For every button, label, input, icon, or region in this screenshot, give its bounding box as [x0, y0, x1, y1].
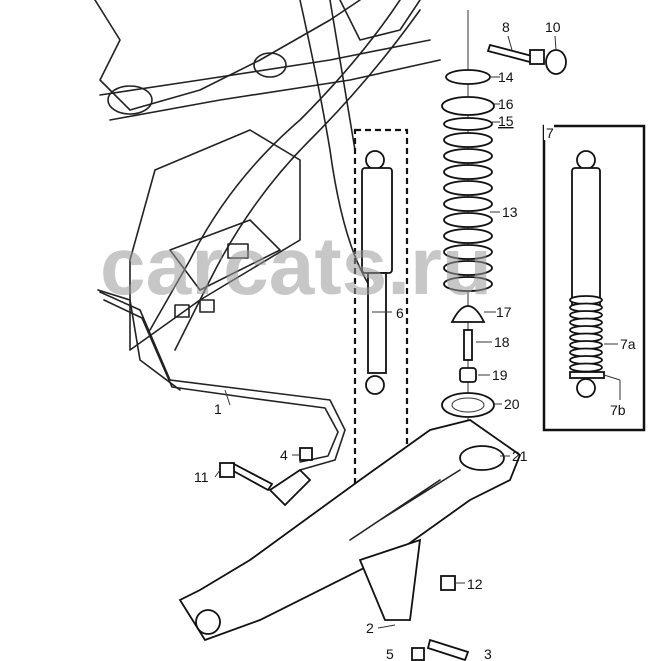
label-7b: 7b [610, 402, 626, 418]
spring-coil [443, 260, 493, 276]
label-2: 2 [366, 620, 374, 636]
spring-coil [443, 244, 493, 260]
spring-assembly [441, 10, 567, 420]
label-20: 20 [504, 396, 520, 412]
inset-label: 7 [546, 125, 554, 141]
inset-shock-absorber-7: 7 [542, 120, 646, 432]
label-3: 3 [484, 646, 492, 661]
label-19: 19 [492, 367, 508, 383]
label-5: 5 [386, 646, 394, 661]
label-15: 15 [498, 113, 514, 129]
label-11: 11 [194, 469, 209, 485]
spring-coil [443, 132, 493, 148]
label-14: 14 [498, 69, 514, 85]
spring-coil [443, 180, 493, 196]
shock-absorber [353, 128, 409, 552]
label-1: 1 [214, 401, 222, 417]
label-17: 17 [496, 304, 512, 320]
label-12: 12 [467, 576, 483, 592]
watermark: carcats.ru [100, 221, 492, 312]
bellows-fold [569, 362, 603, 373]
label-21: 21 [512, 448, 528, 464]
label-10: 10 [545, 19, 561, 35]
label-13: 13 [502, 204, 518, 220]
spring-coil [443, 228, 493, 244]
spring-coil [443, 148, 493, 164]
stabiliser-bar [99, 291, 346, 471]
spring-coil [443, 212, 493, 228]
callout-leaders [214, 35, 621, 629]
spring-coil [443, 164, 493, 180]
label-7a: 7a [620, 336, 636, 352]
label-18: 18 [494, 334, 510, 350]
callout-labels: 8 10 14 16 15 13 6 17 18 19 20 21 1 4 11… [194, 19, 636, 661]
label-16: 16 [498, 96, 514, 112]
spring-coil [443, 196, 493, 212]
label-6: 6 [396, 305, 404, 321]
vehicle-body-outline [94, 0, 441, 391]
spring-coil [443, 276, 493, 292]
label-8: 8 [502, 19, 510, 35]
trailing-arm [178, 419, 522, 661]
label-4: 4 [280, 447, 288, 463]
